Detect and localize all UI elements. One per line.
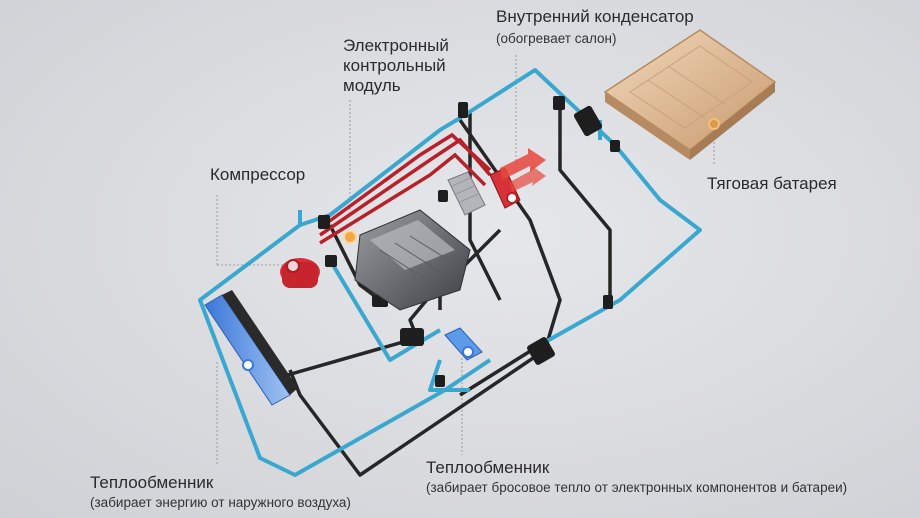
compressor-graphic: [280, 258, 320, 288]
outside-heat-exchanger-graphic: [204, 290, 298, 406]
condenser-sublabel: (обогревает салон): [496, 31, 617, 46]
waste-heat-exchanger-graphic: [444, 327, 483, 361]
condenser-panel-graphic: [447, 171, 486, 216]
outside-hx-label: Теплообменник: [90, 473, 214, 492]
hot-lines: [318, 132, 492, 245]
return-lines: [228, 105, 612, 477]
waste-hx-sublabel: (забирает бросовое тепло от электронных …: [426, 480, 848, 495]
traction-battery-graphic: [603, 29, 777, 160]
outside-hx-sublabel: (забирает энергию от наружного воздуха): [90, 495, 351, 510]
waste-hx-label: Теплообменник: [426, 458, 550, 477]
valves: [318, 96, 620, 387]
compressor-label: Компрессор: [210, 165, 306, 184]
condenser-label: Внутренний конденсатор: [496, 7, 694, 26]
battery-label: Тяговая батарея: [707, 174, 837, 193]
motor-unit-graphic: [354, 209, 471, 311]
ecm-label: Электронный контрольный модуль: [343, 36, 449, 95]
hot-air-arrows: [500, 148, 546, 192]
sensor-icon: [343, 230, 357, 244]
heater-core-graphic: [489, 167, 521, 209]
